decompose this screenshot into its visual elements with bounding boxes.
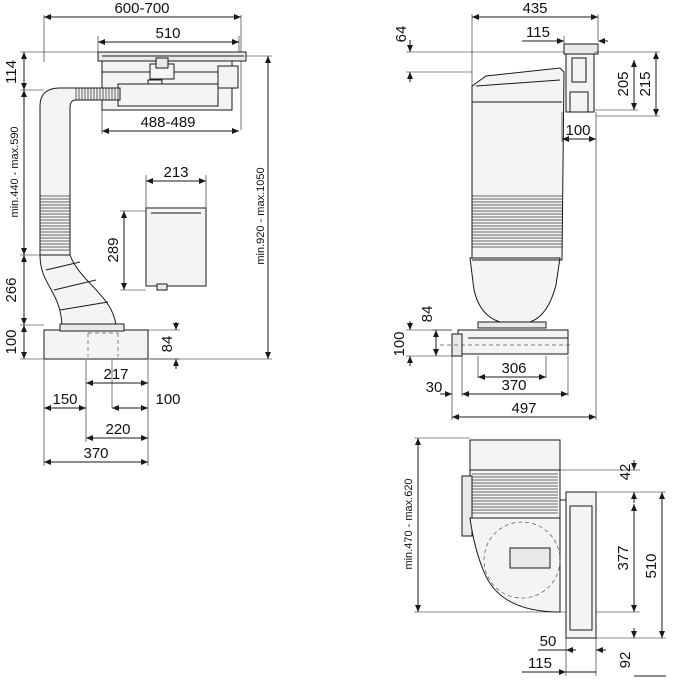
dim-150: 150 (52, 391, 77, 408)
dim-64: 64 (393, 26, 410, 43)
dim-205: 205 (615, 71, 632, 96)
dim-114: 114 (3, 60, 20, 84)
dim-370-left: 370 (83, 445, 108, 462)
dim-377: 377 (615, 545, 632, 570)
dim-100-side-base: 100 (391, 331, 408, 356)
front-view: 600-700 510 488-489 114 (3, 0, 272, 466)
fan-unit-front (145, 207, 207, 287)
dim-440-590: min.440 - max.590 (9, 126, 21, 217)
plan-body-top (469, 439, 561, 519)
side-view: 435 115 64 205 (391, 0, 660, 420)
dim-510-plan: 510 (643, 553, 660, 578)
dim-84: 84 (159, 336, 176, 353)
dim-306: 306 (501, 360, 526, 377)
dim-115-top: 115 (526, 24, 550, 41)
duct-elbow (39, 254, 117, 326)
dim-100-side: 100 (565, 122, 590, 139)
dim-266: 266 (3, 277, 20, 302)
dim-488-489: 488-489 (140, 114, 195, 131)
appliance-body (471, 67, 565, 261)
dim-600-700: 600-700 (114, 0, 169, 17)
hob-edge-side (563, 43, 599, 55)
dim-100-base: 100 (3, 329, 20, 354)
dim-30: 30 (426, 379, 443, 396)
dim-289: 289 (105, 237, 122, 262)
dim-213: 213 (163, 164, 188, 181)
dim-84-side: 84 (419, 306, 436, 323)
dim-510: 510 (155, 25, 180, 42)
dim-920-1050: min.920 - max.1050 (255, 167, 267, 264)
dim-115-plan: 115 (528, 655, 552, 672)
plinth-box (43, 329, 149, 360)
dim-435: 435 (522, 0, 547, 17)
dim-42: 42 (617, 464, 634, 481)
dim-470-620: min.470 - max.620 (403, 478, 415, 569)
dim-217: 217 (103, 366, 128, 383)
dim-100-bottom: 100 (155, 391, 180, 408)
flexible-duct (39, 87, 121, 256)
dim-220: 220 (105, 421, 130, 438)
dim-497: 497 (511, 400, 536, 417)
plan-view: min.470 - max.620 42 377 510 92 (403, 437, 666, 677)
dim-92: 92 (617, 652, 634, 669)
dim-215: 215 (637, 71, 654, 96)
dim-50: 50 (540, 633, 557, 650)
dim-370-side: 370 (501, 377, 526, 394)
base-side (457, 329, 569, 355)
